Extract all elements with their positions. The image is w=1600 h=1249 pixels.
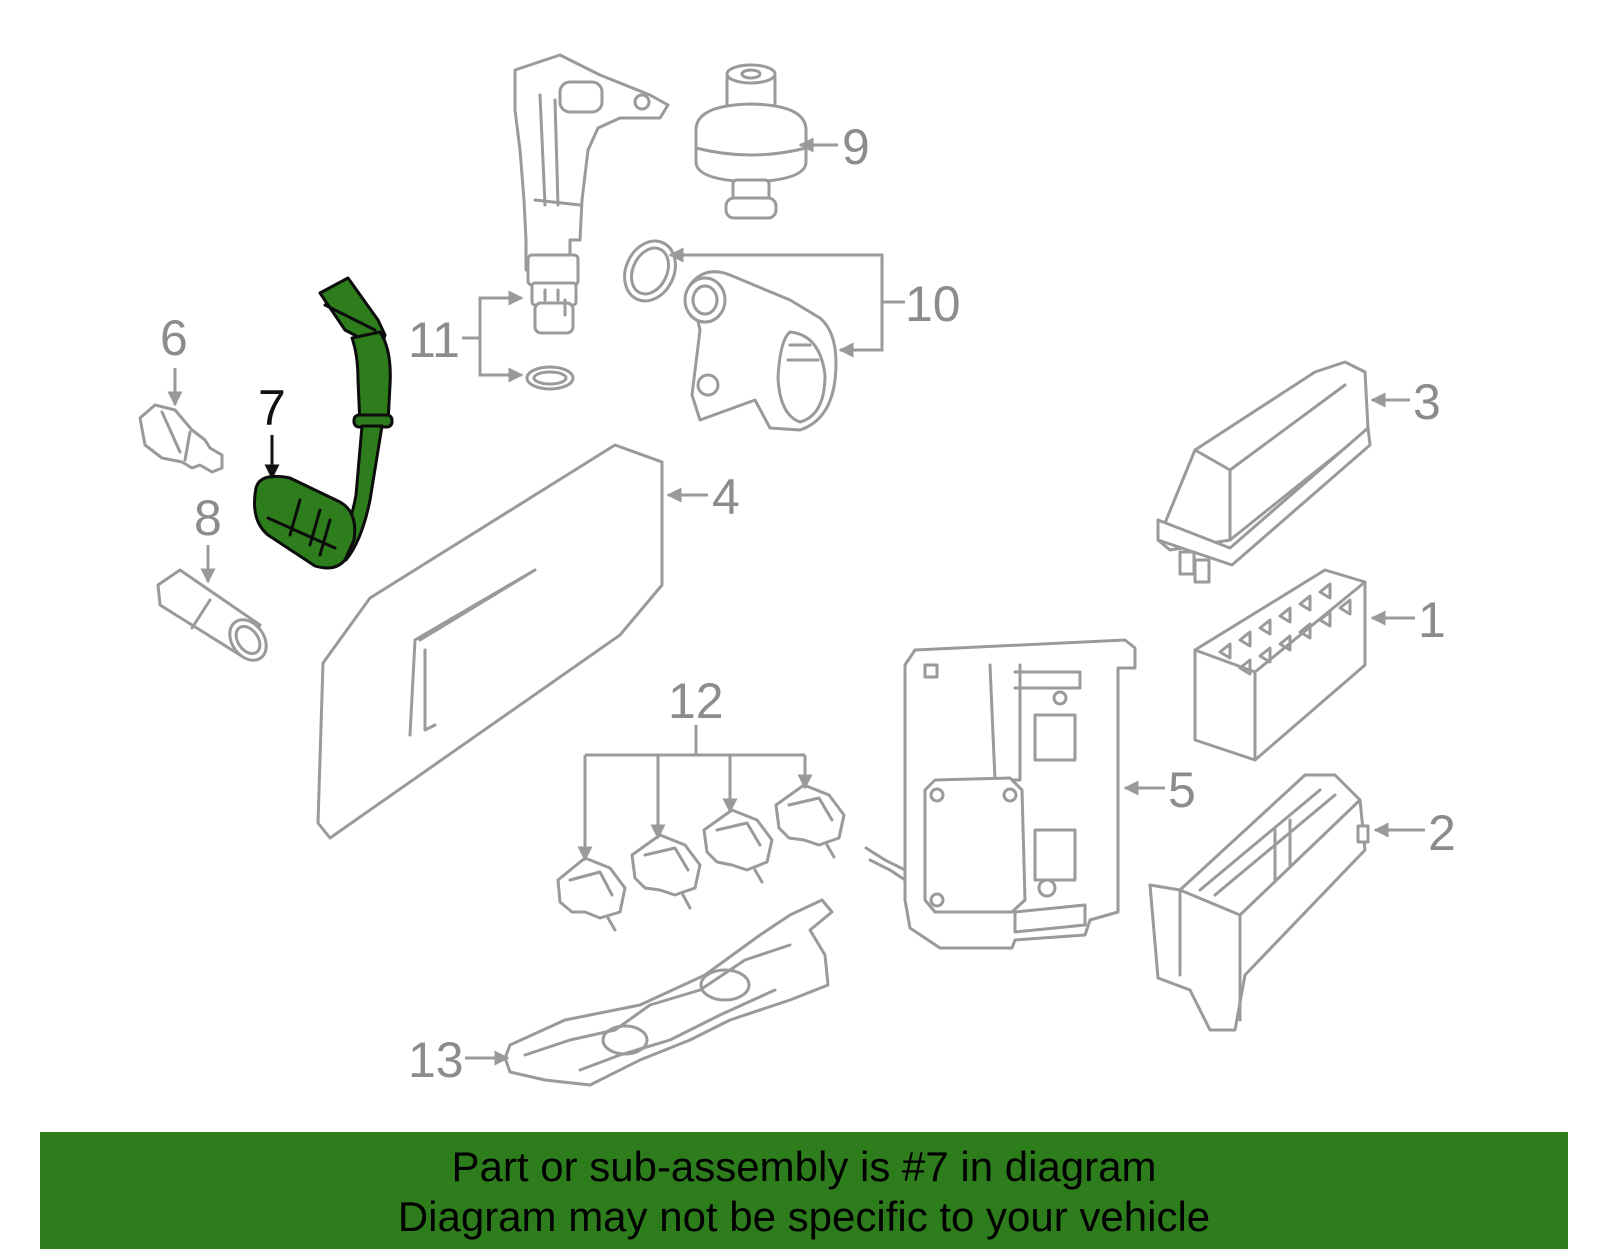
callout-12: 12 [668,673,724,729]
part-6-sensor[interactable] [138,403,224,474]
part-11-sensor[interactable] [513,53,670,335]
part-5-ecm[interactable] [864,638,1137,950]
callout-11: 11 [408,312,460,368]
part-10-crank-sensor[interactable] [683,270,838,432]
banner-line-1: Part or sub-assembly is #7 in diagram [451,1143,1157,1190]
leader-10a [668,247,884,302]
part-10-oring[interactable] [615,233,685,309]
callout-6: 6 [160,310,188,366]
leader-10b [838,302,884,358]
callout-1: 1 [1418,592,1446,648]
callout-7: 7 [258,380,286,436]
part-13-bracket[interactable] [503,898,834,1087]
callout-13: 13 [408,1032,464,1088]
leader-11a [478,290,524,338]
callout-3: 3 [1413,374,1441,430]
part-8-sleeve[interactable] [156,568,274,667]
callout-8: 8 [194,490,222,546]
part-2-fuse-box[interactable] [1148,773,1370,1032]
info-banner: Part or sub-assembly is #7 in diagram Di… [40,1132,1568,1249]
part-4-plate[interactable] [316,443,664,840]
callout-9: 9 [842,119,870,175]
part-1-fuse-block[interactable] [1193,568,1367,762]
leader-11b [478,338,524,383]
banner-line-2: Diagram may not be specific to your vehi… [397,1193,1211,1240]
part-9-pressure-sensor[interactable] [694,63,808,220]
part-3-fuse-cover[interactable] [1156,360,1372,584]
part-7-ignition-wire-highlighted[interactable] [253,276,394,570]
part-11-oring[interactable] [525,365,575,391]
part-12-coil-4[interactable] [774,783,846,859]
callout-10: 10 [905,276,961,332]
part-12-coil-2[interactable] [630,833,702,910]
parts-diagram: 1 2 3 4 5 6 7 8 9 10 11 12 13 [138,53,1456,1088]
callout-2: 2 [1428,805,1456,861]
callout-4: 4 [712,469,740,525]
part-12-coil-3[interactable] [702,808,774,884]
callout-5: 5 [1168,762,1196,818]
part-12-coil-1[interactable] [556,856,627,932]
